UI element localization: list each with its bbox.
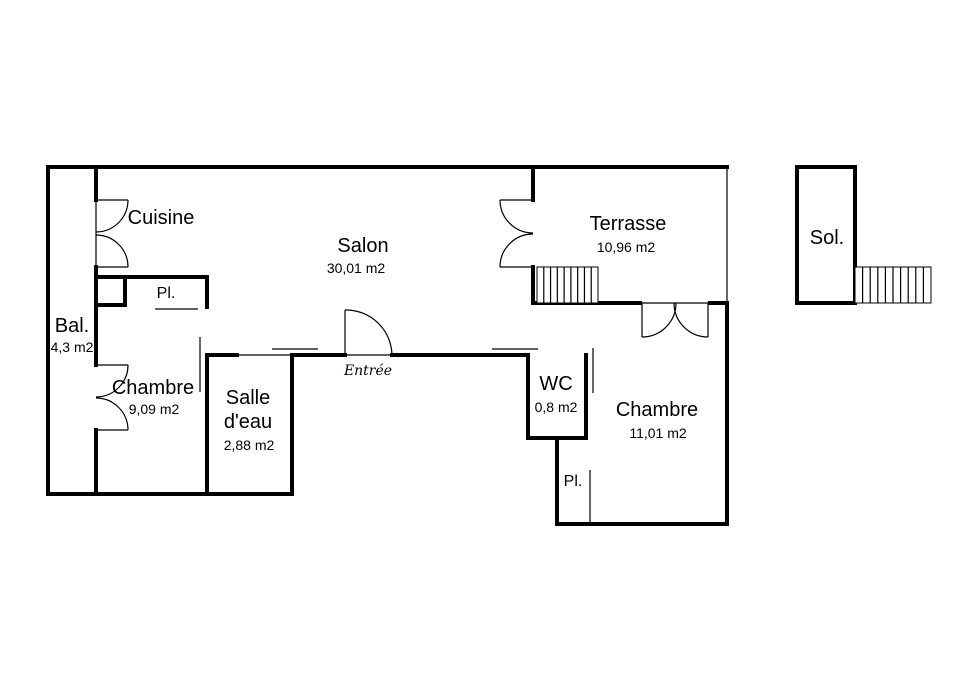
doors — [95, 199, 710, 524]
cuisine-label: Cuisine — [128, 207, 195, 229]
salon-area: 30,01 m2 — [327, 260, 386, 276]
balcon-area: 4,3 m2 — [51, 339, 94, 355]
wc-area: 0,8 m2 — [535, 399, 578, 415]
chambre-1-label: Chambre — [112, 377, 194, 399]
sol-stairs — [854, 266, 932, 304]
walls — [46, 165, 857, 526]
entrance-door — [344, 309, 393, 356]
chambre-2-label: Chambre — [616, 399, 698, 421]
terrasse-area: 10,96 m2 — [597, 239, 656, 255]
balcon-label: Bal. — [55, 315, 89, 337]
entrance-label: Entrée — [343, 363, 392, 379]
salle-eau-label-2: d'eau — [224, 411, 272, 433]
salle-eau-label-1: Salle — [226, 387, 270, 409]
placard-2-label: Pl. — [564, 473, 583, 490]
room-labels: Cuisine Salon 30,01 m2 Terrasse 10,96 m2… — [51, 207, 845, 490]
chambre-2-area: 11,01 m2 — [629, 425, 687, 441]
wc-label: WC — [539, 373, 572, 395]
sol-label: Sol. — [810, 227, 844, 249]
terrasse-stairs — [536, 266, 599, 304]
chambre-2-door — [640, 302, 710, 338]
salle-eau-area: 2,88 m2 — [224, 437, 275, 453]
terrasse-door — [499, 199, 534, 268]
placard-1-label: Pl. — [157, 285, 176, 302]
chambre-1-door — [95, 364, 129, 431]
salon-label: Salon — [337, 235, 388, 257]
cuisine-door — [95, 199, 129, 268]
terrasse-label: Terrasse — [590, 213, 667, 235]
sliding-doors — [155, 308, 594, 524]
chambre-1-area: 9,09 m2 — [129, 401, 180, 417]
